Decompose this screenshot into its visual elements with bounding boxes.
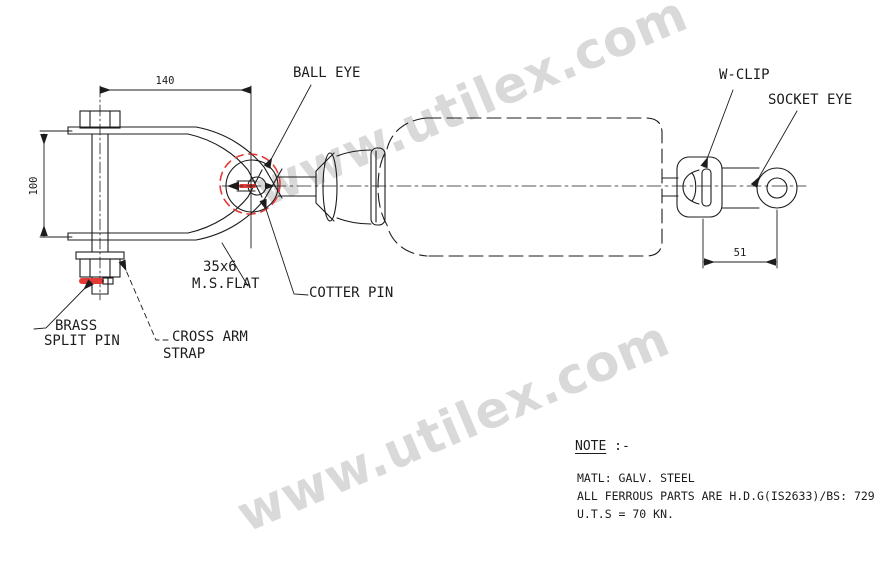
hex-bolt-head bbox=[79, 110, 121, 129]
socket-eye-assembly bbox=[661, 156, 798, 218]
w-clip bbox=[682, 168, 712, 207]
dimension-51 bbox=[702, 209, 778, 269]
strap-bottom-plate bbox=[67, 232, 197, 241]
note-title-word: NOTE bbox=[575, 439, 607, 454]
label-strap: STRAP bbox=[163, 346, 206, 362]
socket-eye-leader bbox=[750, 110, 798, 188]
dim-text-51: 51 bbox=[733, 247, 747, 259]
cotter-pin-leader bbox=[259, 198, 309, 296]
dimension-100 bbox=[39, 130, 73, 238]
dim-text-100: 100 bbox=[28, 176, 40, 196]
label-brass: BRASS bbox=[55, 318, 98, 334]
insulator-body bbox=[377, 117, 663, 257]
brass-split-pin-leader bbox=[33, 279, 94, 330]
ball-eye-assembly bbox=[219, 153, 281, 215]
note-line-material: MATL: GALV. STEEL bbox=[577, 471, 695, 485]
label-w-clip: W-CLIP bbox=[719, 67, 770, 83]
note-line-galvanize: ALL FERROUS PARTS ARE H.D.G(IS2633)/BS: … bbox=[577, 489, 875, 503]
ball-eye-leader bbox=[263, 84, 312, 169]
label-ball-eye: BALL EYE bbox=[293, 65, 361, 81]
dim-text-140: 140 bbox=[155, 75, 175, 87]
strap-top-plate bbox=[67, 126, 197, 135]
cross-arm-strap-assembly bbox=[67, 85, 283, 301]
note-title-suffix: :- bbox=[614, 439, 630, 454]
socket-eye-ring-outer bbox=[756, 167, 798, 209]
label-split-pin: SPLIT PIN bbox=[44, 333, 120, 349]
w-clip-leader bbox=[700, 89, 734, 169]
cross-arm-strap-leader bbox=[118, 259, 169, 341]
note-line-uts: U.T.S = 70 KN. bbox=[577, 507, 674, 521]
note-title: NOTE :- bbox=[575, 439, 630, 454]
label-socket-eye: SOCKET EYE bbox=[768, 92, 853, 108]
label-flat-size: 35x6 bbox=[203, 259, 237, 275]
end-fitting-bell bbox=[277, 147, 386, 226]
socket-housing bbox=[676, 156, 723, 218]
label-flat-material: M.S.FLAT bbox=[192, 276, 260, 292]
dimension-140 bbox=[99, 85, 252, 249]
ball-eye-highlight-circle bbox=[219, 153, 281, 215]
label-cross-arm: CROSS ARM bbox=[172, 329, 248, 345]
label-cotter-pin: COTTER PIN bbox=[309, 285, 394, 301]
ms-flat-leader bbox=[221, 242, 249, 287]
socket-eye-ring-inner bbox=[766, 177, 788, 199]
